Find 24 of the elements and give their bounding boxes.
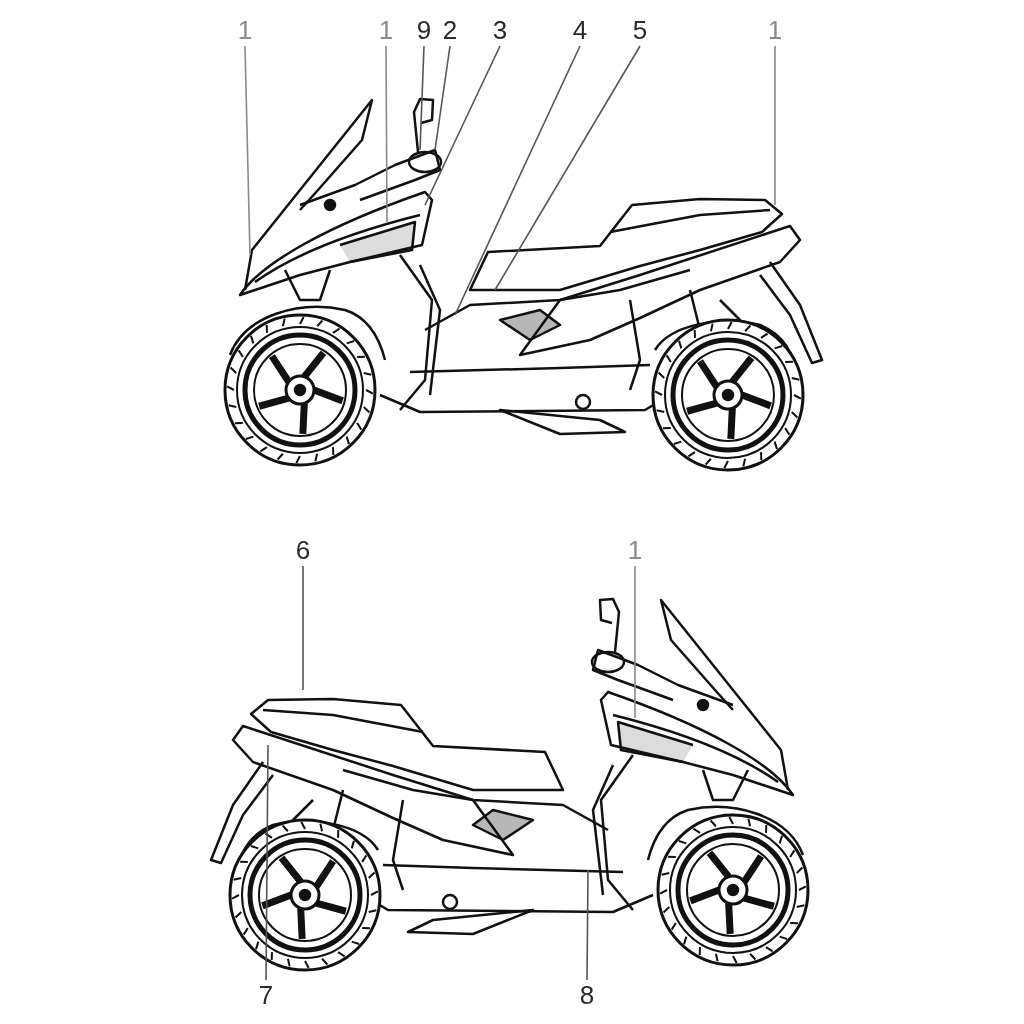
callout-number: 2 <box>438 16 462 44</box>
callout-number: 8 <box>575 981 599 1009</box>
leader-line <box>385 45 388 223</box>
callout-number: 1 <box>623 536 647 564</box>
leader-line <box>774 45 776 206</box>
callout-number: 1 <box>763 16 787 44</box>
leader-line <box>494 45 641 291</box>
leader-line <box>302 565 304 691</box>
leader-line <box>244 45 251 256</box>
leader-line <box>434 45 451 151</box>
leader-line <box>424 45 501 206</box>
callout-number: 9 <box>412 16 436 44</box>
callout-number: 4 <box>568 16 592 44</box>
callout-number: 3 <box>488 16 512 44</box>
callout-number: 7 <box>254 981 278 1009</box>
leader-line <box>419 45 425 151</box>
leader-line <box>586 869 589 981</box>
leader-line <box>265 744 269 981</box>
leader-line <box>454 45 581 316</box>
callout-number: 1 <box>374 16 398 44</box>
callout-number: 5 <box>628 16 652 44</box>
leader-line <box>634 565 636 719</box>
callout-number: 6 <box>291 536 315 564</box>
callout-number: 1 <box>233 16 257 44</box>
